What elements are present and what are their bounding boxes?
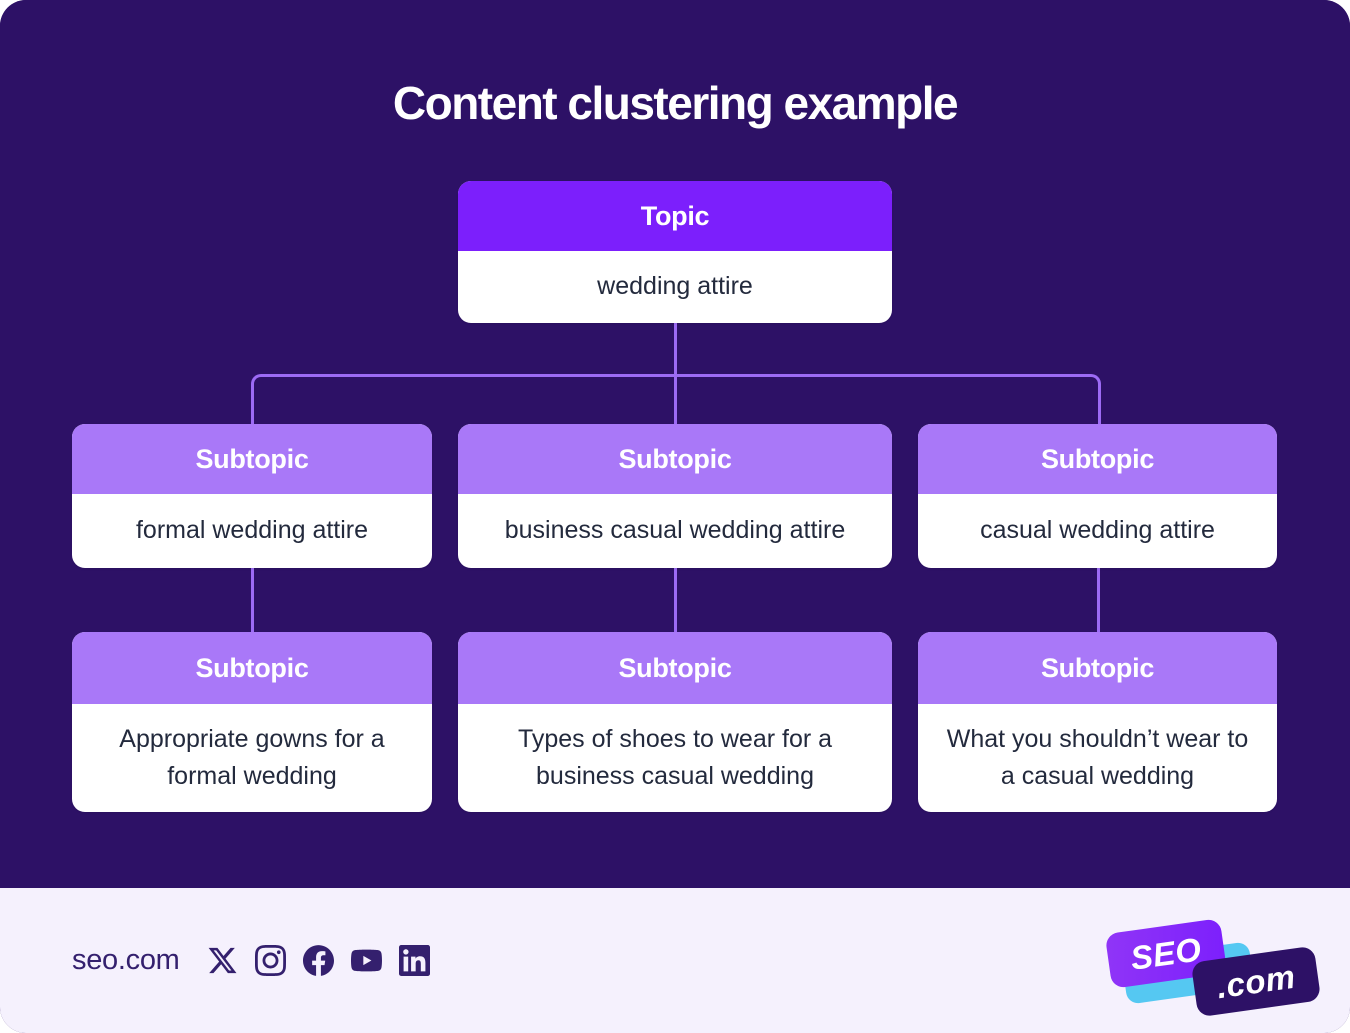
connector-elbow-right — [675, 374, 1101, 427]
site-url-label[interactable]: seo.com — [72, 944, 180, 976]
subtopic-node-shoes: Subtopic Types of shoes to wear for a bu… — [458, 632, 892, 812]
subtopic-node-gowns: Subtopic Appropriate gowns for a formal … — [72, 632, 432, 812]
seo-com-logo[interactable]: SEO .com — [1102, 918, 1322, 1018]
subtopic-node-value: formal wedding attire — [135, 516, 369, 545]
subtopic-node-shouldnt-wear: Subtopic What you shouldn’t wear to a ca… — [918, 632, 1277, 812]
subtopic-node-value: casual wedding attire — [980, 516, 1215, 545]
linkedin-icon[interactable] — [398, 944, 432, 978]
subtopic-node-header: Subtopic — [918, 632, 1277, 704]
topic-node-value: wedding attire — [597, 272, 753, 301]
subtopic-node-business-casual: Subtopic business casual wedding attire — [458, 424, 892, 568]
subtopic-node-value: Types of shoes to wear for a business ca… — [517, 724, 833, 791]
connector-mid-right — [1096, 566, 1100, 633]
instagram-icon[interactable] — [254, 944, 288, 978]
youtube-icon[interactable] — [350, 944, 384, 978]
connector-mid-center — [673, 566, 677, 633]
subtopic-node-header: Subtopic — [72, 632, 432, 704]
subtopic-node-formal: Subtopic formal wedding attire — [72, 424, 432, 568]
page-title: Content clustering example — [392, 77, 959, 129]
x-icon[interactable] — [206, 944, 240, 978]
connector-topic-vertical — [673, 323, 677, 425]
social-icons-row — [206, 944, 432, 978]
subtopic-node-header: Subtopic — [458, 424, 892, 494]
subtopic-node-header: Subtopic — [72, 424, 432, 494]
connector-elbow-left — [250, 374, 677, 427]
footer-bar: seo.com SEO .com — [0, 888, 1350, 1033]
subtopic-node-casual: Subtopic casual wedding attire — [918, 424, 1277, 568]
subtopic-node-value: business casual wedding attire — [504, 516, 846, 545]
connector-mid-left — [250, 566, 254, 633]
subtopic-node-header: Subtopic — [458, 632, 892, 704]
facebook-icon[interactable] — [302, 944, 336, 978]
subtopic-node-value: Appropriate gowns for a formal wedding — [119, 724, 385, 791]
topic-node-header: Topic — [458, 181, 892, 251]
topic-node: Topic wedding attire — [458, 181, 892, 323]
subtopic-node-value: What you shouldn’t wear to a casual wedd… — [946, 724, 1249, 791]
subtopic-node-header: Subtopic — [918, 424, 1277, 494]
diagram-area: Content clustering example Topic wedding… — [72, 77, 1277, 812]
